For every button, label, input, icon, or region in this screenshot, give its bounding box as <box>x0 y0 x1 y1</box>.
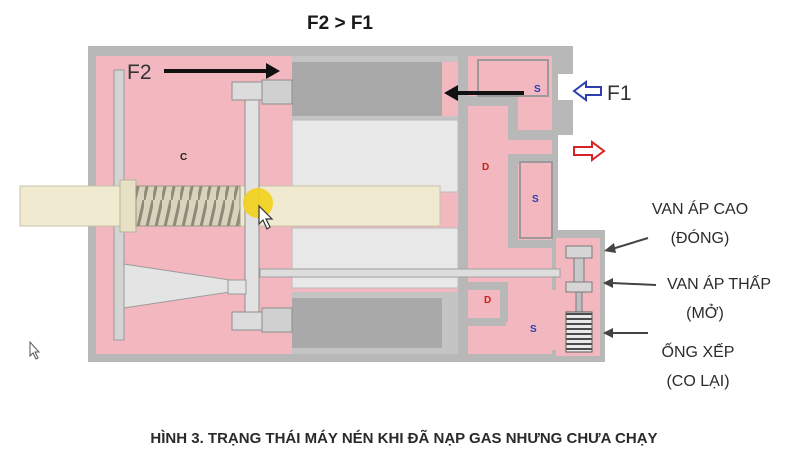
pointer-cursor-icon <box>29 340 41 360</box>
force-push-arrow <box>444 85 524 101</box>
zone-s-lower-label: S <box>530 324 537 335</box>
force-f2-label: F2 <box>127 61 152 84</box>
hand-cursor-icon <box>258 204 274 230</box>
figure-caption: HÌNH 3. TRẠNG THÁI MÁY NÉN KHI ĐÃ NẠP GA… <box>150 429 657 447</box>
spring <box>135 185 241 227</box>
piston-block <box>291 56 459 354</box>
cone-lever <box>123 263 247 309</box>
pointer-highlight <box>243 188 273 218</box>
diagram-title: F2 > F1 <box>307 13 373 34</box>
zone-d-lower-label: D <box>484 295 491 306</box>
low-valve-state: (MỞ) <box>686 303 724 322</box>
bellows-label: ỐNG XẾP <box>662 341 735 361</box>
high-valve-label: VAN ÁP CAO <box>652 199 748 218</box>
force-f1-arrow-icon <box>572 80 602 102</box>
outlet-arrow-icon <box>573 140 606 162</box>
label-pointers <box>603 237 657 338</box>
high-valve-state: (ĐÓNG) <box>671 228 730 247</box>
capillary-line <box>259 268 561 278</box>
zone-d-upper-label: D <box>482 162 489 173</box>
force-f1-label: F1 <box>607 82 632 105</box>
bellows <box>565 311 593 353</box>
zone-s-mid-label: S <box>532 194 539 205</box>
force-f2-arrow <box>164 63 280 79</box>
zone-c-label: C <box>180 152 187 163</box>
zone-s-top-label: S <box>534 84 541 95</box>
low-valve-label: VAN ÁP THẤP <box>667 274 771 293</box>
bellows-state: (CO LẠI) <box>666 373 729 390</box>
valve-assembly <box>565 245 593 353</box>
